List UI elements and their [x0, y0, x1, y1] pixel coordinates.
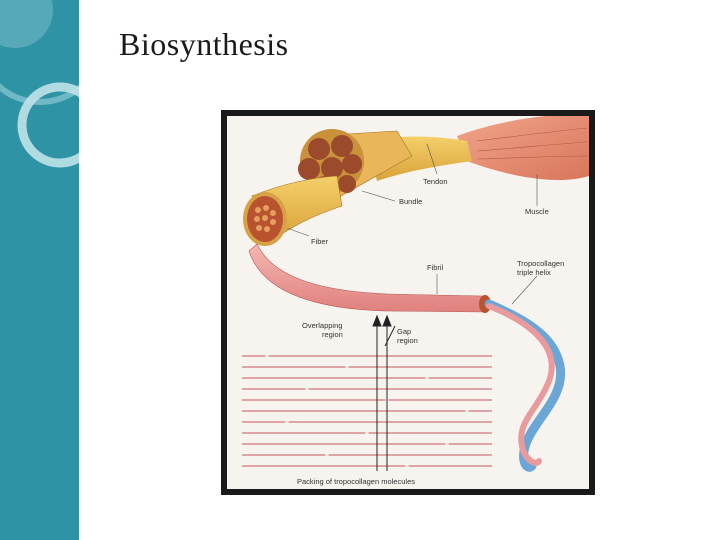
label-gap-2: region — [397, 336, 418, 345]
label-tropocollagen-2: triple helix — [517, 268, 551, 277]
label-fiber: Fiber — [311, 237, 329, 246]
label-overlapping-1: Overlapping — [302, 321, 342, 330]
helix-pink-strand — [486, 303, 555, 466]
packing-pattern — [242, 355, 492, 467]
leader-lines — [286, 143, 538, 305]
label-fibril: Fibril — [427, 263, 444, 272]
muscle-shape — [457, 116, 589, 180]
label-tropocollagen-1: Tropocollagen — [517, 259, 564, 268]
label-packing: Packing of tropocollagen molecules — [297, 477, 415, 486]
bundle-cross-section — [298, 129, 364, 196]
collagen-hierarchy-diagram: Tendon Muscle Bundle Fiber Fibril Tropoc… — [227, 116, 589, 489]
fibril-shape — [248, 243, 486, 313]
slide-title: Biosynthesis — [119, 26, 289, 62]
decorative-circles — [0, 0, 79, 168]
label-tendon: Tendon — [423, 177, 448, 186]
collagen-illustration: Tendon Muscle Bundle Fiber Fibril Tropoc… — [242, 116, 589, 486]
side-decoration-band — [0, 0, 79, 540]
label-overlapping-2: region — [322, 330, 343, 339]
label-bundle: Bundle — [399, 197, 422, 206]
label-gap-1: Gap — [397, 327, 411, 336]
figure-frame: Tendon Muscle Bundle Fiber Fibril Tropoc… — [221, 110, 595, 495]
label-muscle: Muscle — [525, 207, 549, 216]
fiber-cross-section — [243, 192, 287, 246]
region-arrows — [372, 314, 396, 471]
